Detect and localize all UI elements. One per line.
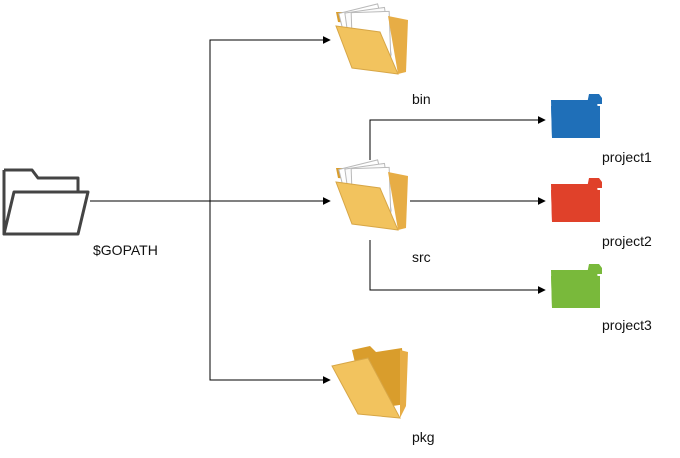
project1-label: project1 bbox=[602, 149, 652, 165]
bin-label: bin bbox=[412, 91, 431, 107]
edge-gopath-bin bbox=[90, 36, 331, 202]
folder-icon bbox=[551, 178, 602, 222]
pkg-label: pkg bbox=[412, 429, 435, 445]
project3-label: project3 bbox=[602, 317, 652, 333]
edge-gopath-pkg bbox=[209, 201, 331, 384]
src-label: src bbox=[412, 249, 431, 265]
open-folder-outline-icon bbox=[2, 168, 90, 236]
folder-with-papers-icon bbox=[335, 3, 408, 75]
edge-src-project1 bbox=[369, 116, 546, 160]
edge-src-project3 bbox=[369, 240, 546, 294]
gopath-label: $GOPATH bbox=[93, 242, 158, 258]
folder-icon bbox=[551, 94, 602, 138]
project2-label: project2 bbox=[602, 233, 652, 249]
open-folder-icon bbox=[331, 346, 408, 419]
folder-with-papers-icon bbox=[335, 159, 408, 231]
folder-icon bbox=[551, 264, 602, 308]
